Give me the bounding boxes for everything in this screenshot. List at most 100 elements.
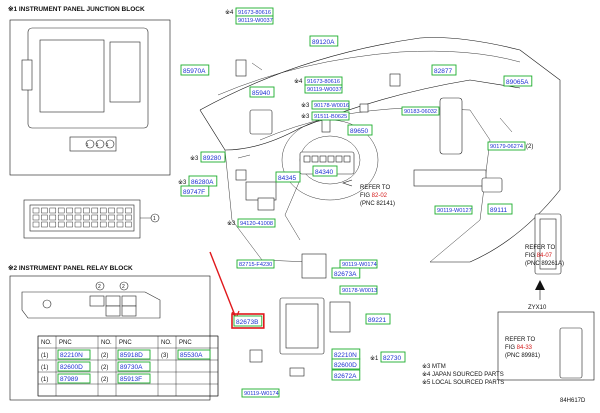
table-no-cell: (1): [41, 353, 48, 359]
part-number: 90178-W0016: [314, 103, 349, 109]
part-label-p82877[interactable]: 82877: [431, 64, 457, 76]
part-number: 89221: [368, 317, 386, 324]
part-number: 82877: [434, 68, 452, 75]
svg-text:1: 1: [96, 142, 99, 147]
table-header: NO.: [161, 340, 172, 346]
part-label-p84345[interactable]: 84345: [275, 171, 301, 183]
table-pnc-cell: 89730A: [120, 364, 143, 371]
table-header: PNC: [179, 340, 192, 346]
table-no-cell: (2): [101, 377, 108, 383]
part-label-p90119c[interactable]: 90119-W0127: [434, 205, 473, 215]
figure-link[interactable]: 82-02: [372, 193, 388, 199]
table-pnc-cell: 82600D: [60, 364, 83, 371]
source-marker: ※3: [178, 179, 187, 186]
part-number: 84340: [315, 169, 333, 176]
part-label-p89111[interactable]: 89111: [487, 203, 513, 215]
quantity: (2): [526, 144, 533, 150]
table-no-cell: (2): [101, 353, 108, 359]
table-pnc-cell: 85913F: [120, 376, 142, 383]
table-pnc-cell: 85918D: [120, 352, 143, 359]
source-marker: ※3: [301, 113, 310, 120]
part-number: 89747F: [183, 189, 205, 196]
callout-number: 1: [153, 216, 156, 222]
reference-note-line: (PNC 82141): [360, 201, 395, 207]
reference-note-line: FIG 84-33: [505, 345, 533, 351]
part-number: 91511-B0625: [314, 114, 347, 120]
reference-note-line: (PNC 89261A): [525, 261, 564, 267]
reference-note-line: REFER TO: [525, 245, 555, 251]
part-label-p90119e[interactable]: 90119-W0174: [241, 388, 280, 398]
part-label-p82673B[interactable]: 82673B: [231, 313, 265, 329]
part-number: 94120-41008: [240, 221, 273, 227]
figure-link[interactable]: 84-33: [517, 345, 533, 351]
instrument-panel-drawing: [199, 37, 595, 381]
part-label-p82600D[interactable]: 82600D: [331, 358, 361, 370]
part-label-p85940[interactable]: 85940: [249, 86, 275, 98]
part-number: 85940: [252, 90, 270, 97]
part-number: 82715-F4230: [239, 262, 272, 268]
part-label-p89747F[interactable]: 89747F: [180, 185, 210, 197]
part-number: 90119-W0037: [238, 18, 273, 24]
part-number: 90119-W0174: [342, 262, 377, 268]
part-label-p82715[interactable]: 82715-F4230: [236, 259, 275, 269]
part-label-p82673A[interactable]: 82673A: [331, 267, 361, 279]
part-number: 82600D: [334, 362, 357, 369]
part-number: 90119-W0037: [307, 87, 342, 93]
part-label-p89221[interactable]: 89221: [365, 313, 391, 325]
part-number: 91673-80616: [238, 10, 271, 16]
part-label-p90119a[interactable]: 90119-W0037: [235, 15, 274, 25]
zyx-label: ZYX10: [528, 305, 547, 311]
part-number: 89065A: [506, 79, 529, 86]
legend-mtm: ※3 MTM: [422, 363, 446, 370]
svg-text:1: 1: [106, 142, 109, 147]
part-number: 82673A: [334, 271, 357, 278]
part-label-p84340[interactable]: 84340: [312, 165, 338, 177]
part-label-p89650[interactable]: 89650: [347, 124, 373, 136]
source-marker: ※3: [227, 220, 236, 227]
part-label-p82672A[interactable]: 82672A: [331, 369, 361, 381]
part-number: 82730: [383, 355, 401, 362]
part-number: 82673B: [236, 319, 258, 326]
part-label-p89120A[interactable]: 89120A: [309, 35, 339, 47]
reference-note-line: REFER TO: [360, 185, 390, 191]
relay-block-heading: ※2 INSTRUMENT PANEL RELAY BLOCK: [8, 264, 133, 272]
part-number: 90119-W0127: [437, 208, 472, 214]
part-label-p90119b[interactable]: 90119-W0037: [304, 84, 343, 94]
part-number: 82672A: [334, 373, 357, 380]
junction-block-drawing: 1 1 1 1: [9, 19, 171, 239]
junction-block-heading: ※1 INSTRUMENT PANEL JUNCTION BLOCK: [8, 5, 145, 13]
legend-local: ※5 LOCAL SOURCED PARTS: [422, 379, 504, 386]
table-no-cell: (1): [41, 377, 48, 383]
part-label-p90178b[interactable]: 90178-W0013: [339, 285, 378, 295]
part-label-p82210N[interactable]: 82210N: [331, 348, 361, 360]
part-number: 90178-W0013: [342, 288, 377, 294]
figure-link[interactable]: 84-07: [537, 253, 553, 259]
table-header: NO.: [41, 340, 52, 346]
table-header: PNC: [119, 340, 132, 346]
part-label-p91511[interactable]: ※3 91511-B0625: [301, 111, 350, 121]
table-pnc-cell: 85530A: [180, 352, 203, 359]
part-label-p90183[interactable]: 90183-06032: [401, 106, 440, 116]
part-label-p94120[interactable]: ※3 94120-41008: [227, 218, 276, 228]
part-label-p89065A[interactable]: 89065A: [503, 75, 533, 87]
part-label-p90179[interactable]: 90179-06274(2): [487, 141, 533, 151]
figure-code: 84H617D: [560, 398, 586, 404]
part-number: 86280A: [191, 179, 214, 186]
part-number: 84345: [278, 175, 296, 182]
part-label-p86280A[interactable]: ※3 86280A: [178, 175, 218, 187]
part-number: 89120A: [312, 39, 335, 46]
part-number: 82210N: [334, 352, 357, 359]
part-number: 89111: [490, 207, 507, 214]
part-label-p90119d[interactable]: 90119-W0174: [339, 259, 378, 269]
part-label-p85970A[interactable]: 85970A: [180, 64, 210, 76]
